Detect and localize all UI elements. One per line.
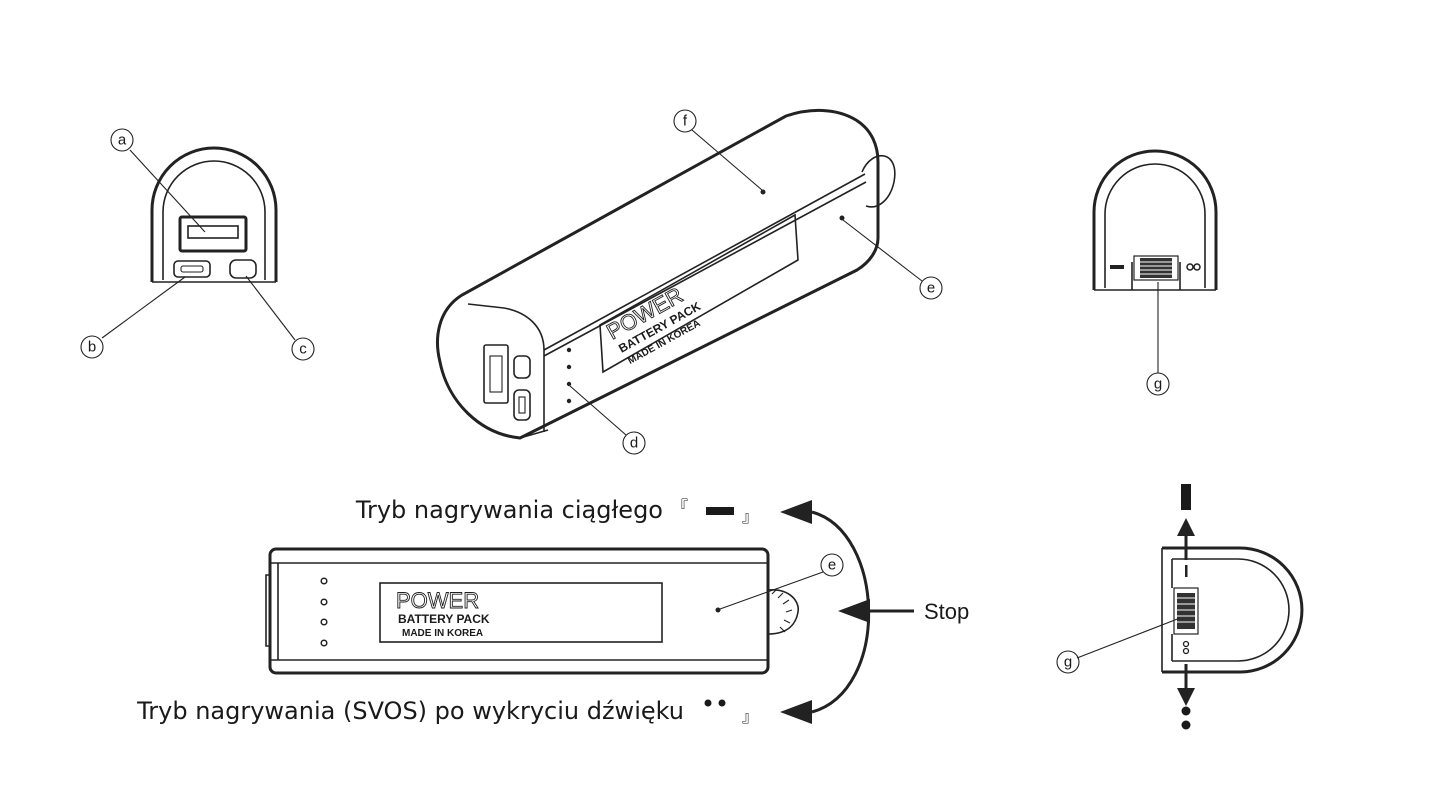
callout-a: a: [110, 128, 134, 152]
callout-e-side-label: e: [828, 557, 836, 574]
switch-mark-line-top: [1110, 265, 1124, 269]
callout-e-iso: e: [919, 276, 943, 300]
iso-device-label: POWER BATTERY PACK MADE IN KOREA: [602, 282, 703, 367]
stop-label: Stop: [924, 599, 969, 624]
arrow-svos: [780, 700, 812, 724]
micro-usb-port: [173, 260, 211, 278]
arrow-continuous: [780, 500, 812, 524]
side-label-battery-pack: BATTERY PACK: [398, 612, 490, 626]
callout-f: f: [673, 109, 697, 133]
continuous-close-bracket: 』: [742, 509, 758, 526]
arrow-stop: [838, 599, 870, 623]
callout-b-label: b: [88, 339, 96, 356]
continuous-mode-symbol: [706, 507, 734, 515]
side-indicator-hole: [715, 607, 721, 613]
arrow-up: [1177, 518, 1195, 536]
back-end-view: g: [1092, 149, 1218, 396]
callout-c-label: c: [299, 341, 307, 358]
continuous-mode-label: Tryb nagrywania ciągłego: [355, 496, 663, 524]
continuous-open-bracket: 『: [672, 498, 688, 516]
callout-a-label: a: [118, 132, 127, 149]
switch-mark-line-side: [1185, 565, 1188, 577]
switch-mark-dots-top: [1186, 263, 1201, 271]
iso-led-indicators: [566, 347, 572, 404]
callout-c: c: [291, 337, 315, 361]
isometric-view: POWER BATTERY PACK MADE IN KOREA f e d: [436, 108, 943, 455]
svos-mode-symbol-vertical: [1181, 706, 1191, 730]
callout-g-top: g: [1146, 372, 1170, 396]
power-button: [229, 259, 257, 279]
side-label-power: POWER: [396, 588, 479, 613]
callout-g-side-label: g: [1064, 654, 1072, 671]
side-label-made-in: MADE IN KOREA: [402, 628, 483, 639]
callout-e-side: e: [820, 553, 844, 577]
usb-port: [178, 215, 248, 253]
svos-close-bracket: 』: [742, 709, 758, 726]
arrow-down: [1177, 688, 1195, 706]
mode-switch-top: [1133, 255, 1179, 281]
iso-indicator-hole: [839, 215, 845, 221]
side-view: POWER BATTERY PACK MADE IN KOREA e Stop …: [136, 496, 969, 726]
callout-g-side: g: [1056, 650, 1080, 674]
switch-mark-dots-side: [1182, 640, 1190, 655]
switch-side-view: g: [1056, 484, 1304, 730]
front-end-view: a b c: [80, 128, 315, 361]
continuous-mode-symbol-vertical: [1181, 484, 1191, 510]
mode-switch-side: [1173, 587, 1199, 635]
callout-f-label: f: [683, 113, 688, 130]
callout-d: d: [622, 431, 646, 455]
callout-d-label: d: [630, 435, 638, 452]
side-led-indicators: [320, 577, 328, 647]
svos-mode-symbol: [704, 699, 726, 707]
callout-e-iso-label: e: [927, 280, 935, 297]
callout-b: b: [80, 335, 104, 359]
svos-mode-label: Tryb nagrywania (SVOS) po wykryciu dźwię…: [136, 697, 684, 725]
microphone-hole: [760, 189, 766, 195]
side-device-label: POWER BATTERY PACK MADE IN KOREA: [396, 588, 490, 639]
callout-g-top-label: g: [1154, 376, 1162, 393]
